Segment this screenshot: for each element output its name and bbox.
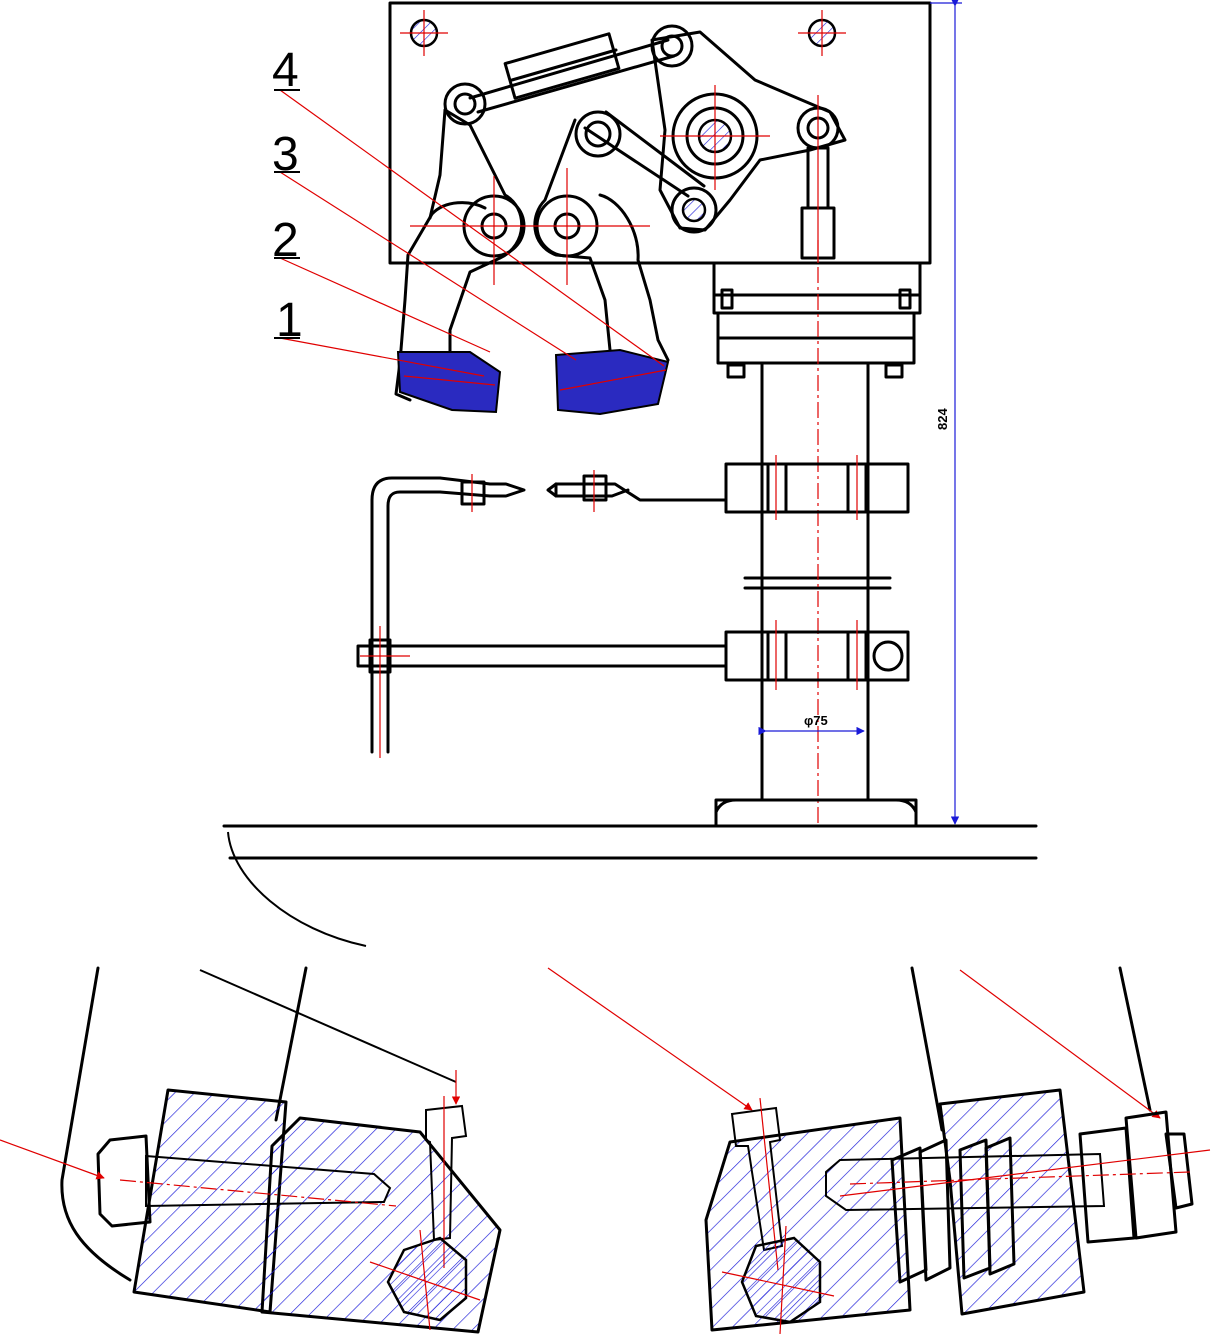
rod-end (796, 95, 840, 262)
disc-springs (890, 1136, 1016, 1284)
height-label: 824 (935, 408, 950, 430)
plate-bolt-holes (400, 10, 846, 56)
turnbuckle-link (443, 24, 694, 126)
diameter-label: φ75 (804, 713, 828, 728)
upper-bracket (546, 455, 910, 520)
support-column (714, 240, 918, 828)
right-jaw (554, 348, 670, 416)
callout-label-1: 1 (276, 294, 303, 347)
callout-label-2: 2 (272, 214, 299, 267)
height-dimension: 824 (930, 0, 962, 825)
lower-bracket (356, 620, 910, 758)
diameter-dimension: φ75 (758, 713, 865, 736)
detail-view-right (547, 966, 1211, 1335)
pivot-centerlines (410, 168, 650, 285)
callout-leaders (274, 89, 665, 377)
callout-label-3: 3 (272, 128, 299, 181)
column-head (712, 261, 922, 379)
main-assembly-view: 4 3 2 1 (222, 0, 1038, 947)
connecting-link (574, 110, 718, 234)
detail-view-left (0, 966, 502, 1334)
cam-plate (650, 30, 847, 232)
mounting-plate (388, 1, 932, 265)
callout-label-4: 4 (272, 44, 299, 97)
left-probe-rod (370, 474, 526, 754)
left-jaw (396, 351, 502, 414)
base-deck (222, 824, 1038, 947)
